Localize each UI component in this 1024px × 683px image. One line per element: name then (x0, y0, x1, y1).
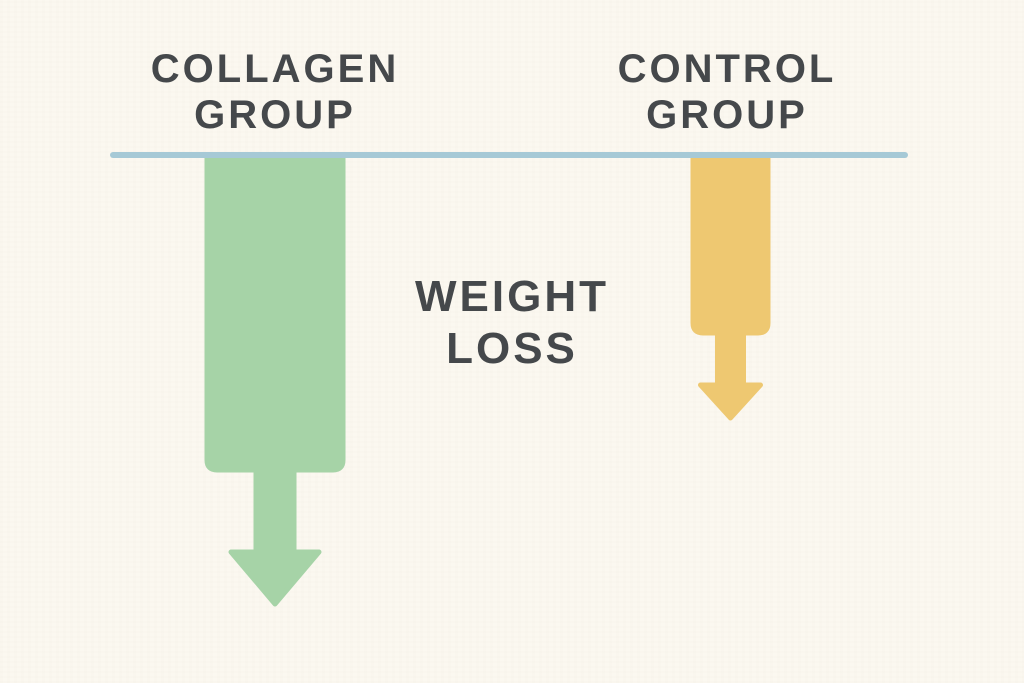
control-group-label-line2: GROUP (646, 93, 808, 137)
collagen-group-label-line2: GROUP (194, 93, 356, 137)
collagen-group-label: COLLAGEN GROUP (114, 46, 436, 138)
collagen-group-label-line1: COLLAGEN (150, 47, 400, 91)
chart-title-line2: LOSS (446, 323, 578, 373)
control-arrow-down-icon (690, 153, 771, 421)
chart-title-line1: WEIGHT (415, 272, 609, 321)
chart-title: WEIGHT LOSS (352, 271, 672, 375)
control-group-label-line1: CONTROL (617, 47, 837, 91)
baseline-rule (110, 152, 908, 158)
collagen-arrow-down-icon (204, 153, 346, 607)
control-group-label: CONTROL GROUP (566, 46, 888, 138)
